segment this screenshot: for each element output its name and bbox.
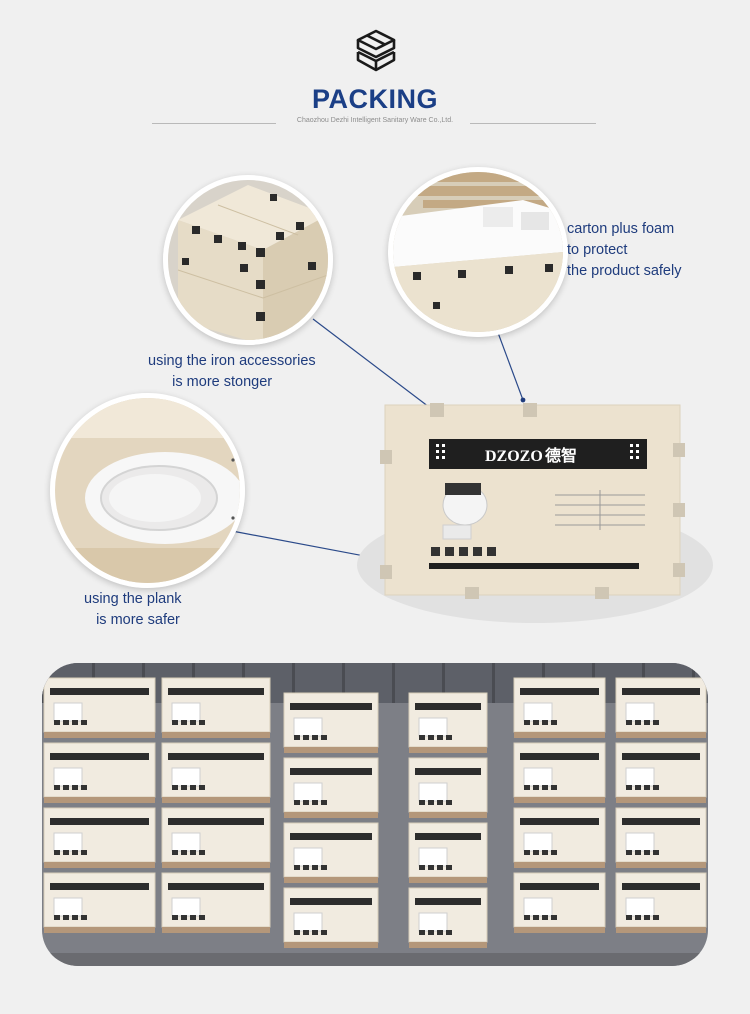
carton-foam-caption: carton plus foam to protect the product … [567,221,682,279]
iron-accessories-caption: using the iron accessories is more stong… [148,353,316,390]
title-divider-right [470,123,596,124]
plank-caption: using the plank is more safer [84,591,182,628]
title-divider-left [152,123,276,124]
crate-brand-label: DZOZO [485,448,543,465]
page-title: PACKING [311,84,438,114]
crate-brand-cn-label: 德智 [545,446,577,465]
shipping-crate-image: DZOZO 德智 [357,403,713,623]
company-subtitle: Chaozhou Dezhi Intelligent Sanitary Ware… [296,117,454,124]
carton-foam-photo [388,167,568,337]
stacked-boxes-icon [356,29,396,72]
warehouse-stacks-photo [42,663,708,966]
iron-accessories-photo [163,175,333,345]
plank-photo [50,393,245,588]
